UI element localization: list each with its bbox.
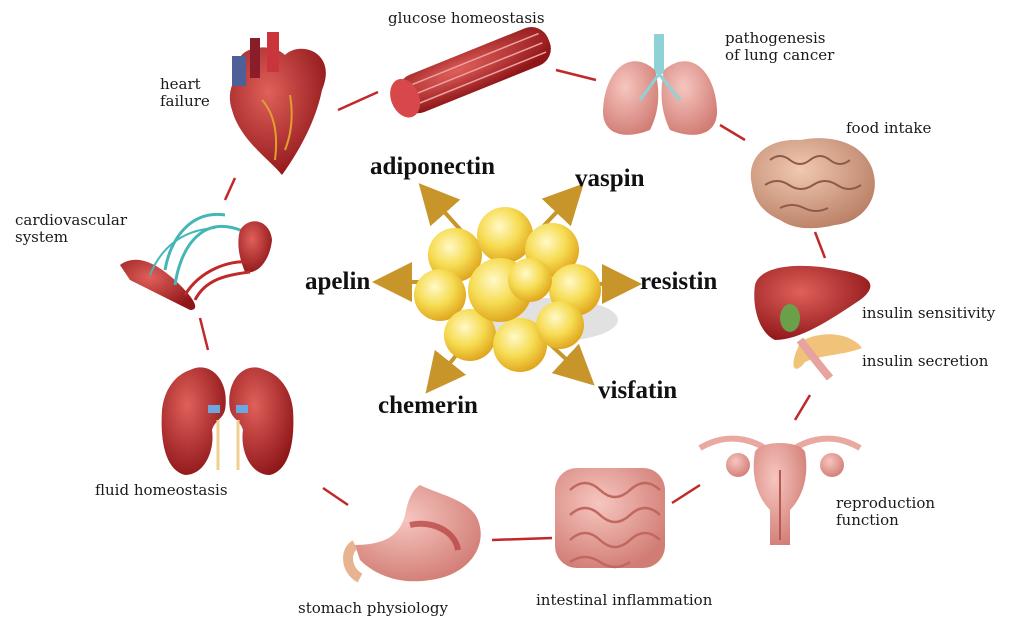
liver-pancreas-icon (754, 266, 870, 378)
label-cardio-line2: system (15, 229, 127, 246)
hormone-visfatin: visfatin (598, 377, 677, 405)
hormone-vaspin: vaspin (575, 165, 644, 193)
hormone-apelin: apelin (305, 268, 370, 296)
label-insulin-secretion: insulin secretion (862, 353, 988, 370)
blood-vessel-icon (120, 214, 272, 310)
stomach-icon (348, 485, 481, 581)
hormone-chemerin: chemerin (378, 392, 478, 420)
brain-icon (751, 138, 875, 228)
label-reproduction-function: reproduction function (836, 495, 935, 530)
label-stomach-physiology: stomach physiology (298, 600, 448, 617)
label-cardio-line1: cardiovascular (15, 212, 127, 229)
heart-icon (230, 32, 326, 175)
label-lung-cancer: pathogenesis of lung cancer (725, 30, 834, 65)
adipose-tissue-icon (414, 207, 618, 372)
label-cardiovascular-system: cardiovascular system (15, 212, 127, 247)
label-fluid-homeostasis: fluid homeostasis (95, 482, 228, 499)
hormone-adiponectin: adiponectin (370, 153, 495, 181)
label-insulin-sensitivity: insulin sensitivity (862, 305, 995, 322)
label-heart-line1: heart (160, 76, 210, 93)
label-heart-failure: heart failure (160, 76, 210, 111)
label-intestinal-inflammation: intestinal inflammation (536, 592, 712, 609)
label-reproduction-line2: function (836, 512, 935, 529)
label-reproduction-line1: reproduction (836, 495, 935, 512)
label-food-intake: food intake (846, 120, 931, 137)
muscle-fiber-icon (385, 22, 557, 122)
label-lung-line1: pathogenesis (725, 30, 834, 47)
hormone-resistin: resistin (640, 268, 717, 296)
kidneys-icon (162, 367, 294, 475)
intestine-icon (555, 468, 665, 568)
label-glucose-homeostasis: glucose homeostasis (388, 10, 545, 27)
lungs-icon (603, 34, 717, 135)
label-lung-line2: of lung cancer (725, 47, 834, 64)
label-heart-line2: failure (160, 93, 210, 110)
